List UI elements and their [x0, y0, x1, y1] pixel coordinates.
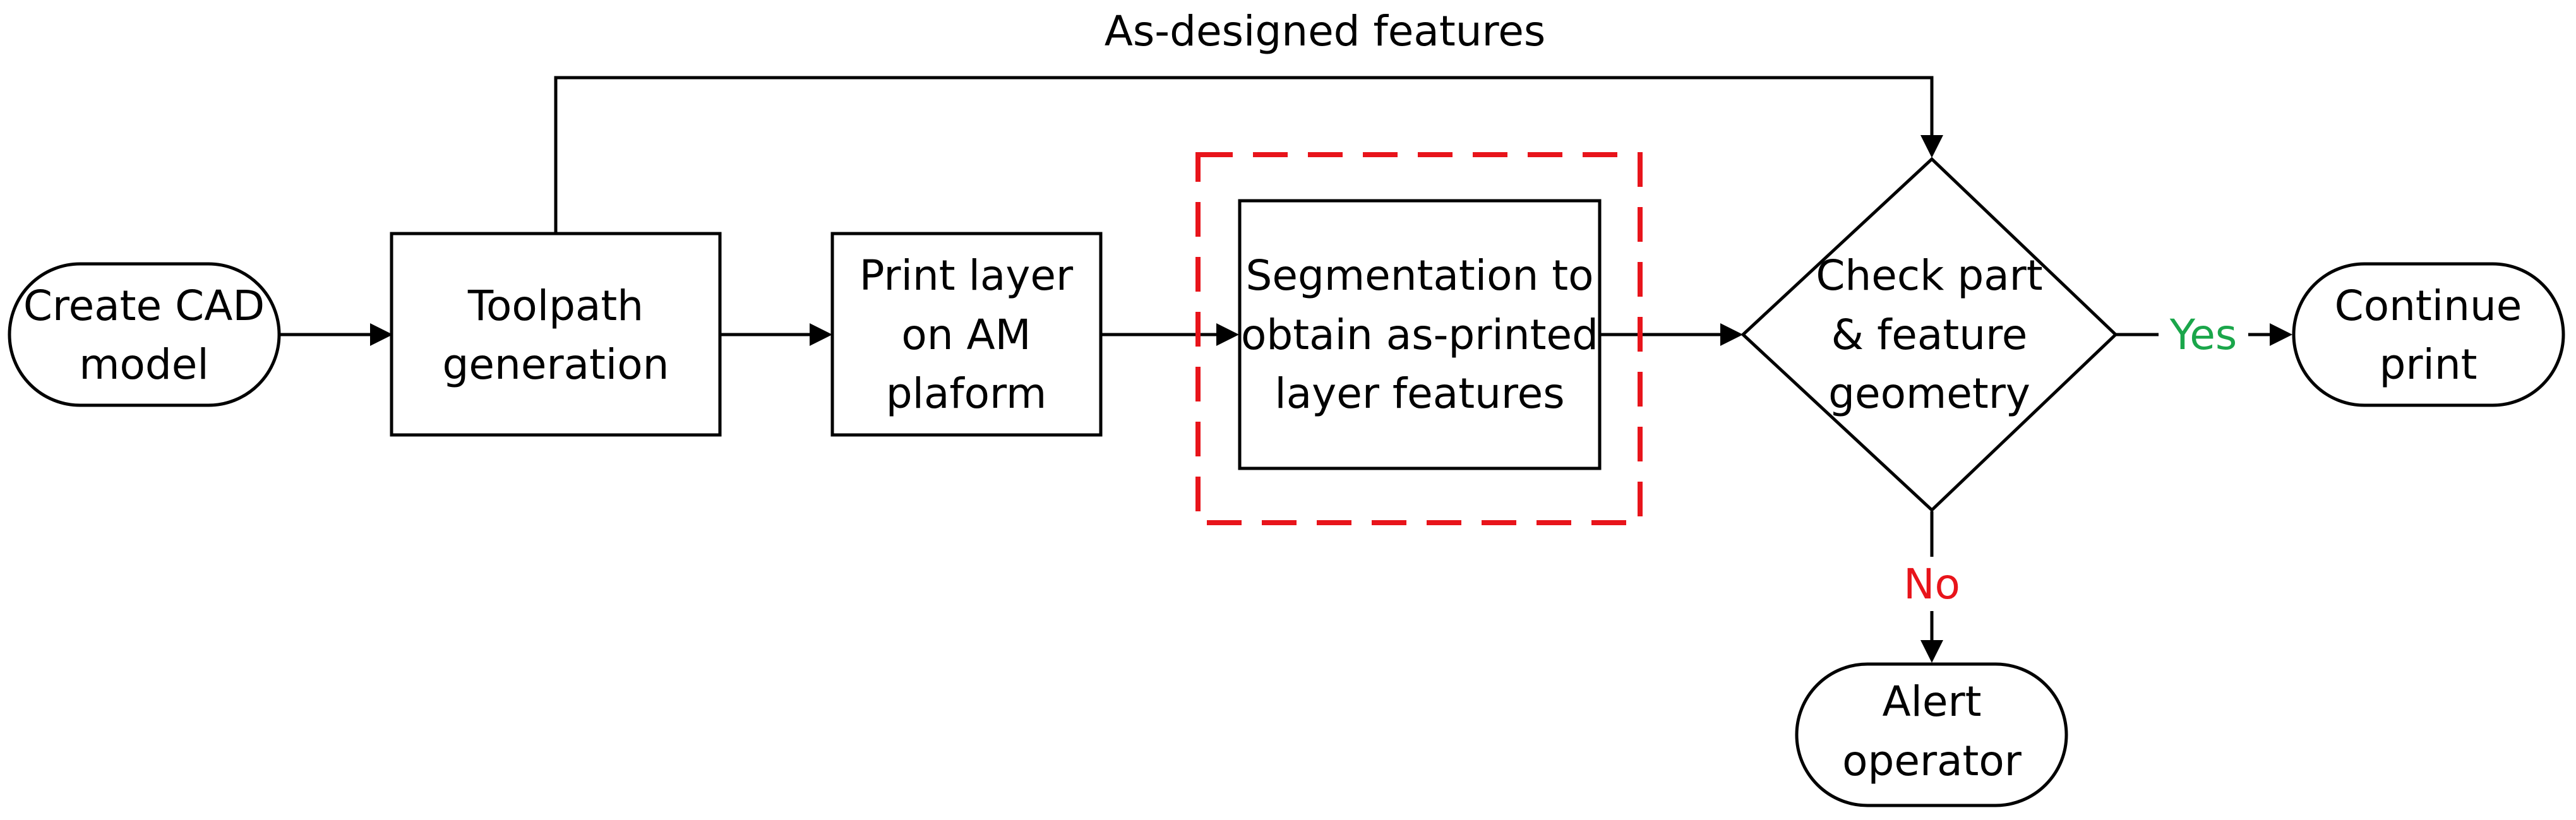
terminal-shape: [1795, 662, 2068, 807]
check-label-line-1: Check part: [1816, 251, 2042, 300]
terminal-shape: [8, 262, 281, 407]
decision-diamond: [1740, 157, 2118, 513]
arrowhead-alert: [1920, 640, 1943, 663]
node-create-cad-model: Create CAD model: [8, 262, 281, 407]
process-box: [1238, 199, 1602, 470]
node-segmentation: Segmentation to obtain as-printed layer …: [1195, 152, 1643, 525]
check-label-line-3: geometry: [1828, 369, 2030, 418]
edge-as-designed-features: [554, 76, 1934, 234]
node-check-geometry: Check part & feature geometry: [1740, 157, 2118, 513]
node-continue-print: Continue print: [2292, 262, 2565, 407]
segmentation-label-line-3: layer features: [1274, 369, 1564, 418]
continue-label-line-1: Continue: [2335, 282, 2522, 330]
print-layer-label-line-3: plaform: [886, 369, 1047, 418]
node-alert-operator: Alert operator: [1795, 662, 2068, 807]
edge-label-as-designed-features: As-designed features: [1105, 7, 1545, 56]
check-label-line-2: & feature: [1831, 311, 2028, 359]
print-layer-label-line-2: on AM: [901, 311, 1031, 359]
toolpath-label-line-2: generation: [443, 340, 669, 389]
toolpath-label-line-1: Toolpath: [467, 282, 644, 330]
arrowhead-continue: [2270, 323, 2292, 346]
arrowhead-print: [810, 323, 832, 346]
arrowhead-toolpath: [370, 323, 393, 346]
node-toolpath-generation: Toolpath generation: [390, 232, 722, 437]
alert-label-line-2: operator: [1842, 737, 2022, 785]
continue-label-line-2: print: [2379, 340, 2477, 389]
create-cad-label-line-2: model: [79, 340, 209, 389]
arrowhead-segmentation: [1216, 323, 1239, 346]
edge-label-no: No: [1903, 560, 1960, 609]
arrowhead-as-designed: [1920, 135, 1943, 158]
segmentation-label-line-1: Segmentation to: [1245, 251, 1593, 300]
process-box: [830, 232, 1103, 437]
arrowhead-check: [1720, 323, 1743, 346]
alert-label-line-1: Alert: [1882, 677, 1981, 726]
terminal-shape: [2292, 262, 2565, 407]
segmentation-highlight-frame: [1195, 152, 1643, 525]
create-cad-label-line-1: Create CAD: [23, 282, 265, 330]
connectors: [279, 76, 2292, 663]
edge-label-yes: Yes: [2169, 311, 2238, 359]
node-print-layer: Print layer on AM plaform: [830, 232, 1103, 437]
process-box: [390, 232, 722, 437]
print-layer-label-line-1: Print layer: [860, 251, 1074, 300]
segmentation-label-line-2: obtain as-printed: [1241, 311, 1598, 359]
